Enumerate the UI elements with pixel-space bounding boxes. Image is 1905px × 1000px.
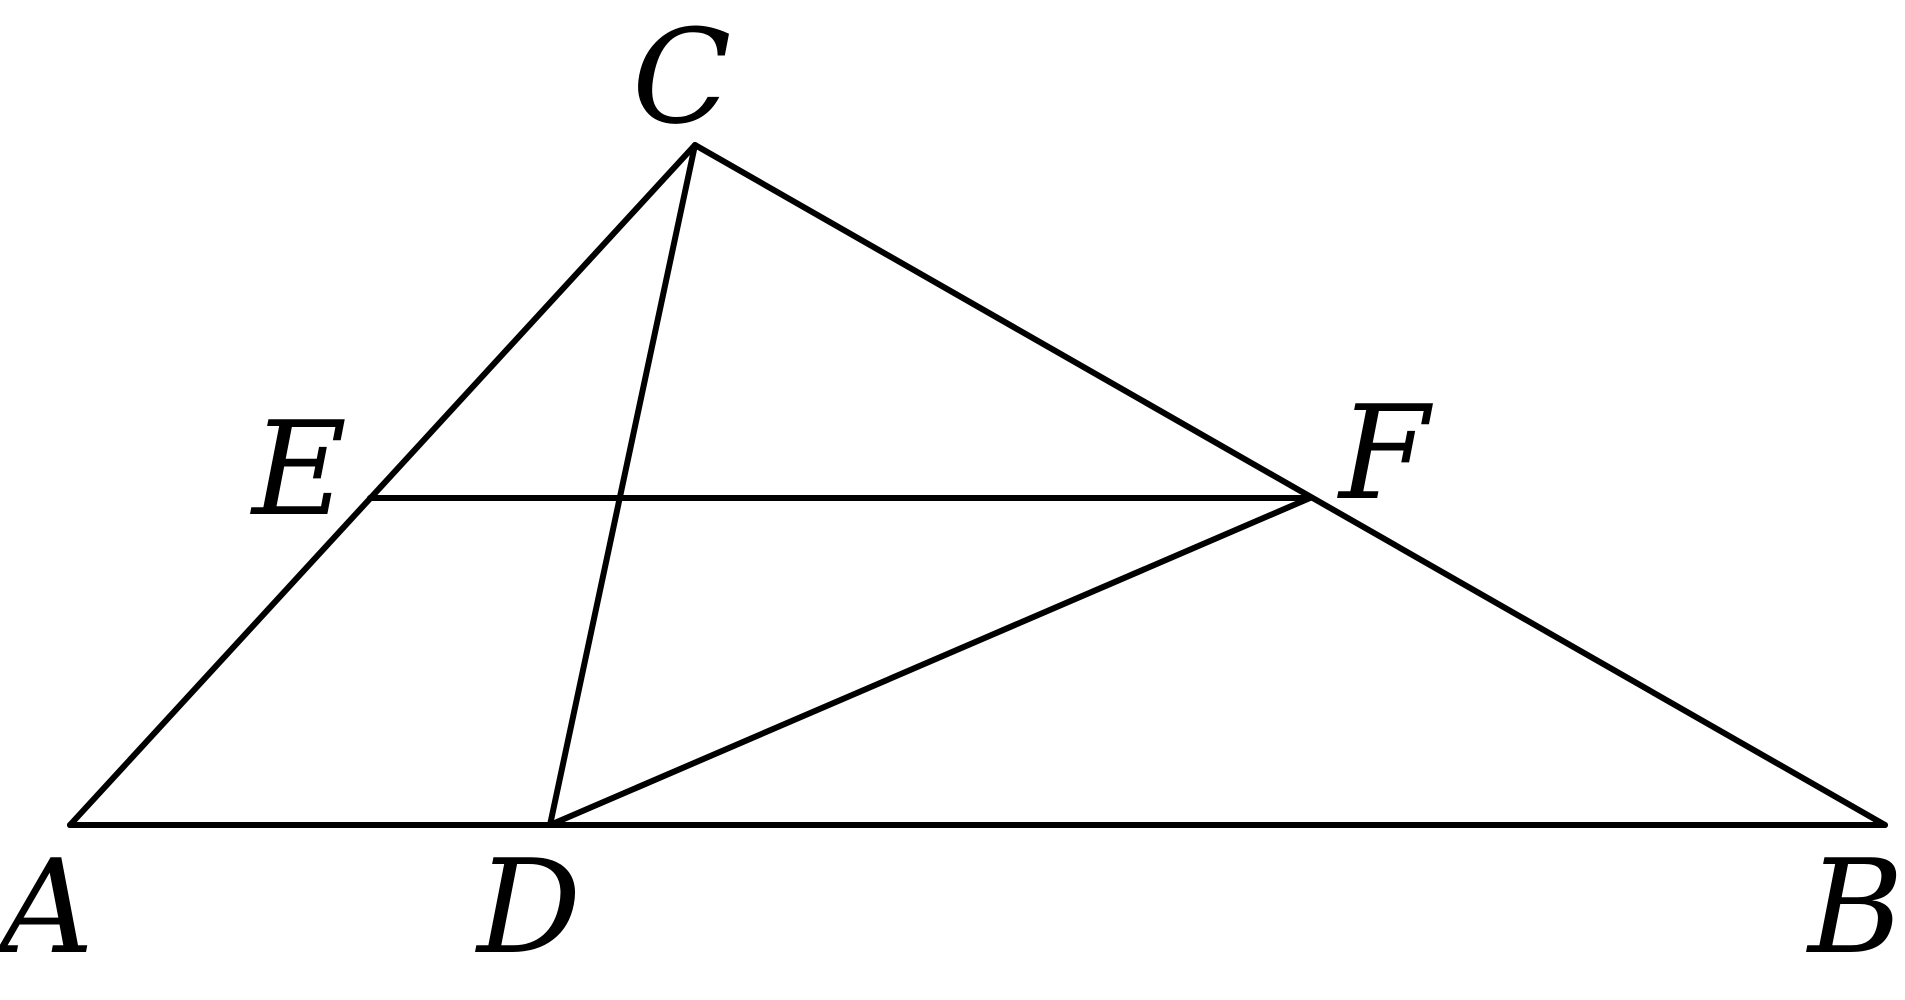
point-label-e: E [250,393,347,545]
segment-ac [67,142,698,828]
point-label-b: B [1806,831,1904,983]
segment-bc [692,142,1888,828]
point-label-a: A [0,831,94,983]
point-label-c: C [632,1,731,153]
point-label-d: D [475,831,581,983]
segment-df [547,495,1313,828]
point-label-f: F [1337,377,1434,529]
segment-cd [547,142,698,828]
segments-group [67,142,1888,828]
